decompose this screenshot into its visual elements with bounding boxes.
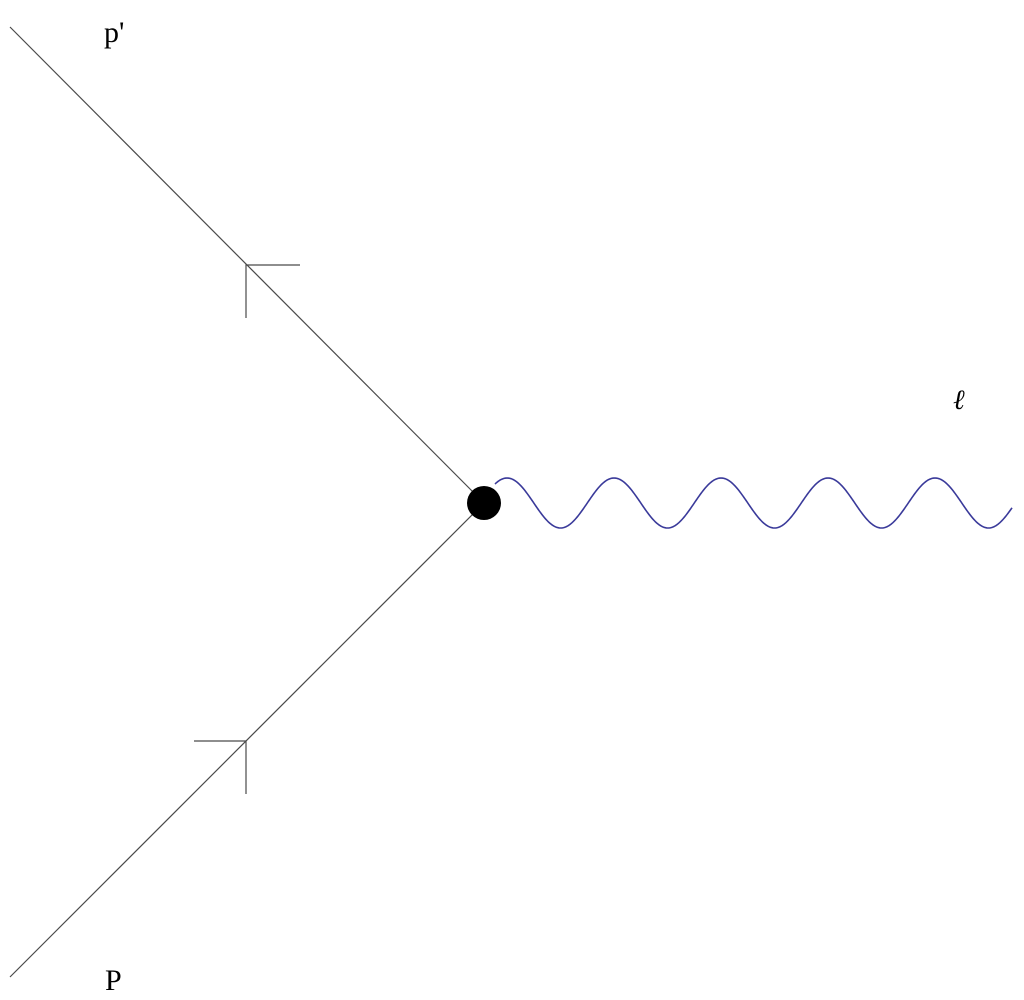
photon-label: ℓ	[953, 385, 965, 416]
incoming-fermion-line	[9, 502, 485, 978]
outgoing-fermion-arrow	[245, 264, 300, 318]
incoming-fermion-arrow	[194, 740, 247, 794]
photon-wavy-line	[494, 477, 1013, 529]
outgoing-fermion-label: p'	[104, 16, 124, 49]
interaction-vertex	[467, 486, 501, 520]
incoming-fermion-label: P	[105, 964, 122, 997]
